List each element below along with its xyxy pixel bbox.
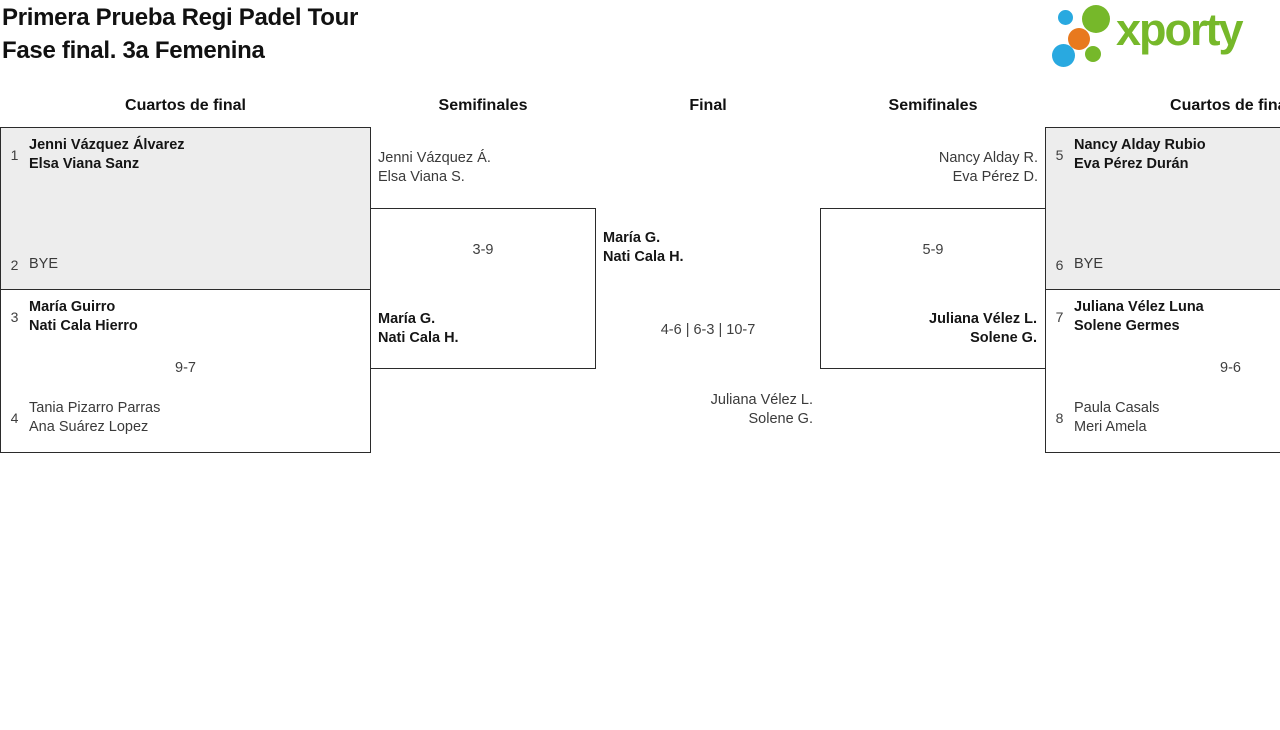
- sf1-top-team: Jenni Vázquez Á. Elsa Viana S.: [378, 149, 491, 187]
- player-name: Meri Amela: [1074, 419, 1147, 435]
- player-name: Nancy Alday R.: [938, 150, 1038, 166]
- team-names: Jenni Vázquez Álvarez Elsa Viana Sanz: [29, 136, 185, 174]
- sf2-bottom-team: Juliana Vélez L. Solene G.: [929, 310, 1037, 348]
- seed-number: 5: [1055, 147, 1064, 163]
- seed-number: 3: [10, 309, 19, 325]
- player-name: Solene Germes: [1074, 318, 1180, 334]
- bye-label: BYE: [1074, 256, 1104, 272]
- logo-dot-icon: [1082, 5, 1110, 33]
- player-name: Eva Pérez D.: [952, 169, 1038, 185]
- team-names: Tania Pizarro Parras Ana Suárez Lopez: [29, 399, 160, 437]
- round-header-right-semis: Semifinales: [888, 97, 978, 114]
- sf1-bottom-team: María G. Nati Cala H.: [378, 310, 459, 348]
- player-name: Solene G.: [748, 411, 814, 427]
- player-name: Jenni Vázquez Á.: [378, 150, 491, 166]
- player-name: Elsa Viana Sanz: [29, 156, 140, 172]
- round-header-left-quarters: Cuartos de final: [125, 97, 246, 114]
- player-name: María G.: [603, 230, 661, 246]
- player-name: Eva Pérez Durán: [1074, 156, 1189, 172]
- team-names: Paula Casals Meri Amela: [1074, 399, 1159, 437]
- final-score: 4-6 | 6-3 | 10-7: [660, 322, 756, 338]
- player-name: Paula Casals: [1074, 400, 1160, 416]
- player-name: Jenni Vázquez Álvarez: [29, 137, 185, 153]
- sf2-top-team: Nancy Alday R. Eva Pérez D.: [821, 149, 1038, 187]
- round-header-final: Final: [689, 97, 727, 114]
- team-names: María Guirro Nati Cala Hierro: [29, 298, 138, 336]
- match-qf1[interactable]: 1 Jenni Vázquez Álvarez Elsa Viana Sanz …: [0, 127, 371, 290]
- player-name: María G.: [378, 311, 436, 327]
- player-name: Ana Suárez Lopez: [29, 419, 149, 435]
- page-title: Primera Prueba Regi Padel Tour Fase fina…: [2, 1, 358, 67]
- final-runnerup-team: Juliana Vélez L. Solene G.: [596, 391, 813, 429]
- logo-dot-icon: [1068, 28, 1090, 50]
- team-pair: 2 BYE: [7, 255, 362, 274]
- match-sf2[interactable]: 5-9 Juliana Vélez L. Solene G.: [820, 208, 1046, 369]
- logo-dot-icon: [1058, 10, 1073, 25]
- match-sf1[interactable]: 3-9 María G. Nati Cala H.: [370, 208, 596, 369]
- tournament-name: Primera Prueba Regi Padel Tour: [2, 4, 359, 31]
- team-names: BYE: [1074, 255, 1103, 274]
- logo-wordmark: xporty: [1116, 4, 1244, 55]
- seed-number: 6: [1055, 256, 1064, 273]
- player-name: Juliana Vélez Luna: [1074, 299, 1204, 315]
- team-pair: 1 Jenni Vázquez Álvarez Elsa Viana Sanz: [7, 136, 362, 174]
- player-name: Nati Cala H.: [378, 330, 459, 346]
- xporty-logo[interactable]: xporty: [1048, 2, 1280, 72]
- team-pair: 5 Nancy Alday Rubio Eva Pérez Durán: [1052, 136, 1280, 174]
- seed-number: 2: [10, 256, 19, 273]
- player-name: Elsa Viana S.: [378, 169, 465, 185]
- seed-number: 1: [10, 147, 19, 163]
- match-score: 3-9: [472, 242, 494, 258]
- team-names: Juliana Vélez Luna Solene Germes: [1074, 298, 1204, 336]
- seed-number: 8: [1055, 410, 1064, 426]
- final-winner-team: María G. Nati Cala H.: [603, 229, 684, 267]
- player-name: Tania Pizarro Parras: [29, 400, 161, 416]
- player-name: Solene G.: [970, 330, 1037, 346]
- seed-number: 7: [1055, 309, 1064, 325]
- match-score: 5-9: [922, 242, 944, 258]
- match-score: 9-6: [1220, 360, 1241, 376]
- team-pair: 3 María Guirro Nati Cala Hierro: [7, 298, 362, 336]
- team-pair: 7 Juliana Vélez Luna Solene Germes: [1052, 298, 1280, 336]
- round-header-left-semis: Semifinales: [438, 97, 528, 114]
- team-names: Nancy Alday Rubio Eva Pérez Durán: [1074, 136, 1206, 174]
- match-qf3[interactable]: 5 Nancy Alday Rubio Eva Pérez Durán 6 BY…: [1045, 127, 1280, 290]
- team-pair: 6 BYE: [1052, 255, 1280, 274]
- seed-number: 4: [10, 410, 19, 426]
- logo-dot-icon: [1085, 46, 1101, 62]
- player-name: Juliana Vélez L.: [929, 311, 1037, 327]
- round-header-right-quarters: Cuartos de final: [1170, 97, 1280, 114]
- player-name: Nati Cala H.: [603, 249, 684, 265]
- team-pair: 8 Paula Casals Meri Amela: [1052, 399, 1280, 437]
- player-name: Juliana Vélez L.: [710, 392, 813, 408]
- team-pair: 4 Tania Pizarro Parras Ana Suárez Lopez: [7, 399, 362, 437]
- match-score: 9-7: [175, 360, 196, 376]
- player-name: Nancy Alday Rubio: [1074, 137, 1206, 153]
- player-name: Nati Cala Hierro: [29, 318, 138, 334]
- team-names: BYE: [29, 255, 58, 274]
- match-qf2[interactable]: 3 María Guirro Nati Cala Hierro 9-7 4 Ta…: [0, 290, 371, 453]
- match-qf4[interactable]: 7 Juliana Vélez Luna Solene Germes 9-6 8…: [1045, 290, 1280, 453]
- logo-dot-icon: [1052, 44, 1075, 67]
- player-name: María Guirro: [29, 299, 116, 315]
- phase-category: Fase final. 3a Femenina: [2, 37, 265, 64]
- bye-label: BYE: [29, 256, 59, 272]
